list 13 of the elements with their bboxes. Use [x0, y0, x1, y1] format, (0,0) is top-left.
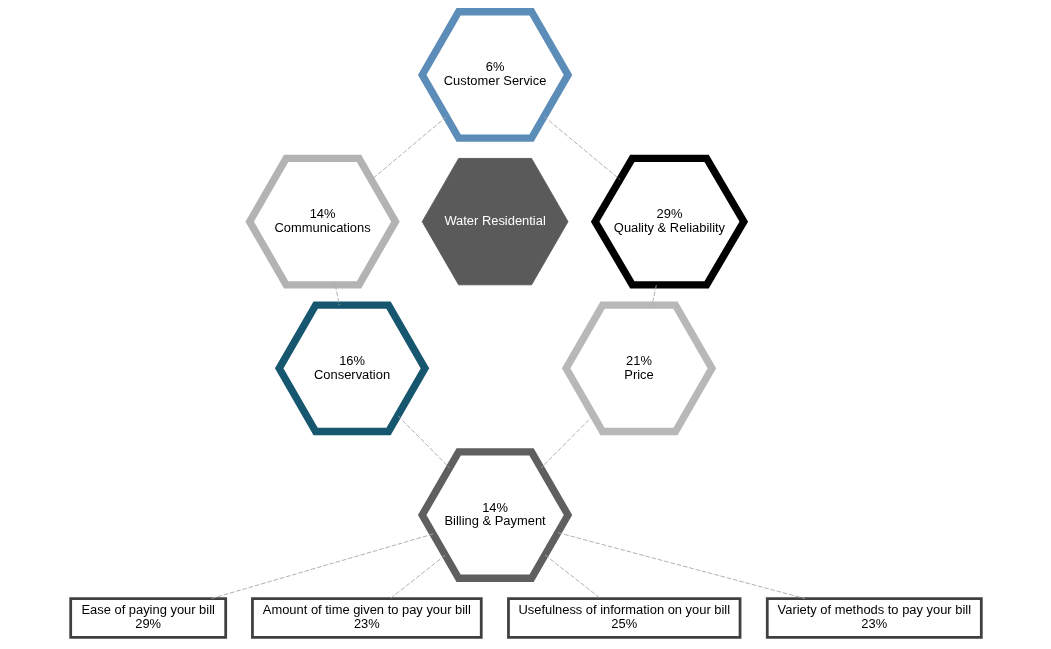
node-box: Variety of methods to pay your bill 23% [765, 597, 983, 639]
connector [389, 554, 446, 599]
connector [334, 284, 340, 306]
connector [544, 554, 601, 599]
connector [651, 284, 657, 306]
connector [543, 116, 620, 180]
node-box: Usefulness of information on your bill 25% [506, 597, 741, 639]
connector [557, 532, 805, 599]
connector [540, 415, 594, 469]
connector [397, 415, 450, 469]
node-box: Ease of paying your bill 29% [68, 597, 227, 639]
connector [210, 533, 434, 599]
node-box: Amount of time given to pay your bill 23% [250, 597, 483, 639]
